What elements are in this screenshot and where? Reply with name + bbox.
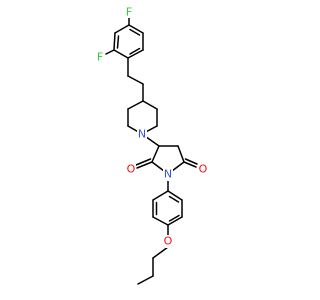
molecule-structure: F F N N O O O bbox=[95, 5, 208, 285]
fluorine-top-label: F bbox=[126, 6, 132, 19]
fluorine-left-label: F bbox=[97, 51, 103, 64]
bond-lines bbox=[105, 17, 198, 285]
nitrogen-imide-label: N bbox=[164, 168, 172, 181]
oxygen-ether-label: O bbox=[164, 235, 173, 248]
atom-labels: F F N N O O O bbox=[95, 5, 208, 248]
oxygen-carbonyl-left-label: O bbox=[127, 163, 136, 176]
nitrogen-piperidine-label: N bbox=[138, 128, 146, 141]
oxygen-carbonyl-right-label: O bbox=[199, 163, 208, 176]
